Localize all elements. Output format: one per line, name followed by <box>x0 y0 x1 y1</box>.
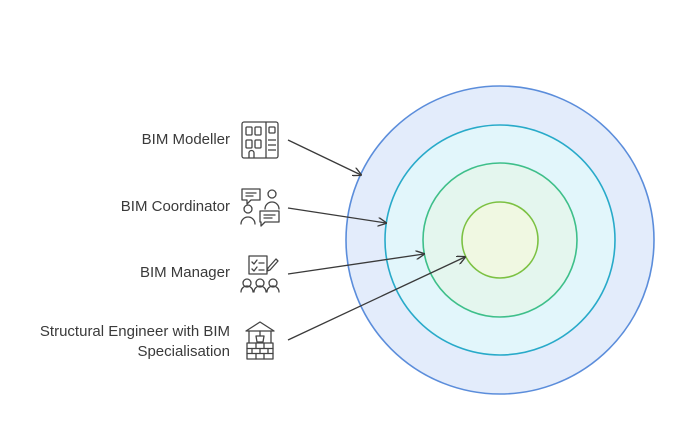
label-bim-manager: BIM Manager <box>140 263 230 282</box>
label-line: BIM Modeller <box>141 131 230 148</box>
label-line: Specialisation <box>137 343 230 360</box>
ring-core <box>461 201 539 279</box>
label-line: BIM Manager <box>139 264 230 281</box>
arrow-bim-modeller <box>287 139 361 175</box>
team-checklist-icon <box>240 255 280 293</box>
label-bim-coordinator: BIM Coordinator <box>121 197 230 216</box>
well-structure-icon <box>245 321 275 360</box>
people-chat-icon <box>240 188 280 227</box>
arrow-structural-engineer <box>287 257 465 341</box>
label-line: Structural Engineer with BIM <box>39 323 230 340</box>
arrow-bim-coordinator <box>287 207 386 223</box>
arrow-bim-manager <box>287 254 424 275</box>
label-line: BIM Coordinator <box>120 198 230 215</box>
label-bim-modeller: BIM Modeller <box>142 130 230 149</box>
building-icon <box>241 121 279 159</box>
label-structural-engineer: Structural Engineer with BIM Specialisat… <box>40 322 230 362</box>
